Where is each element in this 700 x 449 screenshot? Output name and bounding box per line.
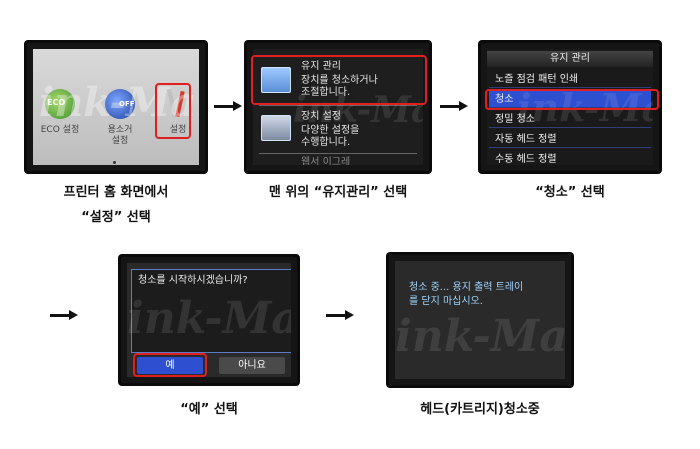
arrow-1-to-2 [214,101,242,111]
step2-caption: 맨 위의 “유지관리” 선택 [268,185,408,200]
cleaning-message-line1: 청소 중... 용지 출력 트레이 [409,282,524,293]
list-item-cleaning[interactable]: 청소 [489,91,651,108]
maintenance-icon [261,67,291,93]
step5-caption: 헤드(카트리지)청소중 [420,402,540,417]
off-badge-text: OFF [119,100,135,108]
eco-leaf-icon[interactable]: ECO [45,89,75,119]
page-indicator-dot [113,161,116,164]
step5-screen-photo: 청소 중... 용지 출력 트레이 를 닫지 마십시오. ink-Man [386,252,574,388]
step1-caption-line2: “설정” 선택 [81,210,151,225]
list-item-manual-head-align[interactable]: 수동 헤드 정렬 [489,151,651,165]
device-settings-desc-line2: 수행합니다. [301,137,351,148]
step2-screen-photo: 유지 관리 장치를 청소하거나 조절합니다. 장치 설정 다양한 설정을 수행합… [244,40,432,174]
confirm-dialog: 청소를 시작하시겠습니까? [131,269,291,353]
quiet-mode-icon[interactable]: OFF [105,89,135,119]
eco-settings-label: ECO 설정 [40,125,80,135]
list-item-auto-head-align[interactable]: 자동 헤드 정렬 [489,131,651,148]
step1-screen-photo: ECO ECO 설정 OFF 용소거 설정 설정 ink-Man [24,40,208,174]
yes-button[interactable]: 예 [137,357,203,374]
step3-caption: “청소” 선택 [535,185,605,200]
third-menu-title: 웹서 이그레 [301,157,351,165]
maintenance-highlight-box [251,55,427,105]
maintenance-list-title: 유지 관리 [487,51,653,67]
confirm-question: 청소를 시작하시겠습니까? [138,275,248,286]
list-item-nozzle-check[interactable]: 노즐 점검 패턴 인쇄 [489,71,651,88]
device-settings-icon [261,115,291,141]
list-item-deep-cleaning[interactable]: 정밀 청소 [489,111,651,128]
quiet-settings-label: 용소거 설정 [107,125,133,146]
no-button[interactable]: 아니요 [219,357,285,374]
device-settings-desc-line1: 다양한 설정을 [301,125,360,136]
maintenance-desc-line2: 조절합니다. [301,87,351,98]
step4-caption: “예” 선택 [180,402,238,417]
arrow-4-to-5 [326,310,354,320]
cleaning-message-line2: 를 닫지 마십시오. [409,296,483,307]
eco-badge-text: ECO [47,98,66,107]
menu-divider [259,105,417,106]
cleaning-progress-screen: 청소 중... 용지 출력 트레이 를 닫지 마십시오. ink-Man [395,261,565,379]
device-settings-title: 장치 설정 [301,111,341,122]
maintenance-title: 유지 관리 [301,61,341,72]
maintenance-list-screen: 유지 관리 노즐 점검 패턴 인쇄 청소 정밀 청소 자동 헤드 정렬 수동 헤… [487,49,653,165]
maintenance-desc-line1: 장치를 청소하거나 [301,75,378,86]
arrow-3-to-4 [50,310,78,320]
watermark: ink-Man [395,311,565,362]
step3-screen-photo: 유지 관리 노즐 점검 패턴 인쇄 청소 정밀 청소 자동 헤드 정렬 수동 헤… [478,40,662,174]
step1-caption-line1: 프린터 홈 화면에서 [63,185,169,200]
settings-label: 설정 [169,125,187,135]
step4-screen-photo: 청소를 시작하시겠습니까? 예 아니요 ink-Man [118,254,300,386]
yes-highlight-box [133,353,207,377]
settings-highlight-box [155,83,191,139]
arrow-2-to-3 [440,101,468,111]
menu-divider [259,153,417,154]
cleaning-highlight-box [485,89,659,110]
